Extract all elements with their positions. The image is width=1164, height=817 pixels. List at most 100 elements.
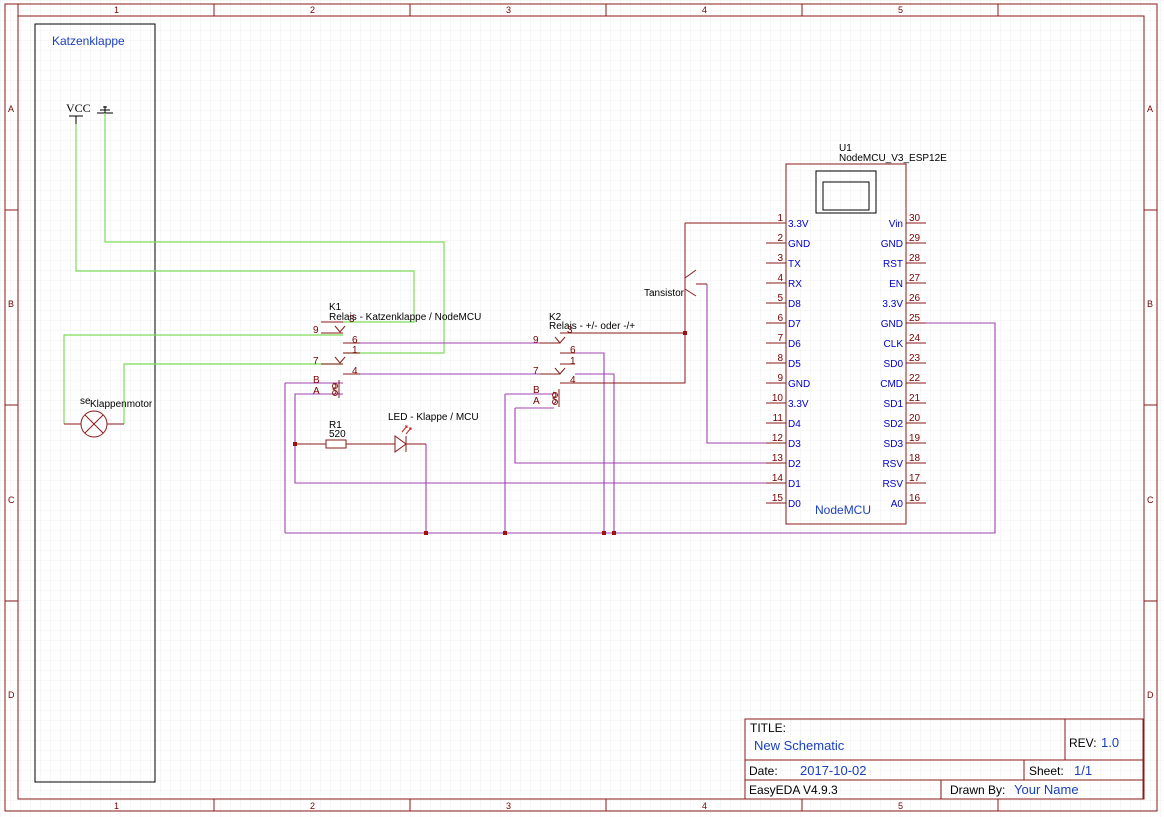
mcu-pin-number: 8 bbox=[777, 353, 783, 364]
mcu-pin-name: D6 bbox=[788, 339, 801, 350]
katzenklappe-box bbox=[34, 23, 156, 783]
relay-k1: K1 Relais - Katzenklappe / NodeMCU 3 9 6… bbox=[313, 302, 481, 398]
mcu-pin-name: TX bbox=[788, 259, 801, 270]
svg-text:4: 4 bbox=[352, 366, 358, 377]
row-label-left: C bbox=[8, 495, 15, 505]
mcu-pin-name: EN bbox=[889, 279, 903, 290]
svg-text:1.0: 1.0 bbox=[1101, 735, 1119, 750]
svg-text:REV:: REV: bbox=[1069, 736, 1097, 750]
col-label-bottom: 2 bbox=[310, 801, 315, 811]
row-label-left: D bbox=[8, 690, 15, 700]
svg-text:6: 6 bbox=[570, 345, 576, 356]
svg-text:Tansistor: Tansistor bbox=[644, 288, 685, 299]
svg-text:7: 7 bbox=[313, 356, 319, 367]
col-label-top: 2 bbox=[310, 5, 315, 15]
mcu-pin-number: 11 bbox=[773, 413, 784, 424]
mcu-pin-name: Vin bbox=[889, 219, 903, 230]
row-label-left: A bbox=[8, 104, 14, 114]
wires-purple bbox=[284, 284, 996, 534]
svg-text:Your Name: Your Name bbox=[1014, 782, 1079, 797]
klappenmotor: se Klappenmotor bbox=[64, 396, 153, 438]
title-block: TITLE: New Schematic REV: 1.0 Date: 2017… bbox=[744, 718, 1144, 800]
mcu-pin-name: D5 bbox=[788, 359, 801, 370]
svg-text:NodeMCU: NodeMCU bbox=[815, 503, 871, 517]
nodemcu: U1 NodeMCU_V3_ESP12E NodeMCU 13.3V2GND3T… bbox=[766, 143, 947, 525]
mcu-pin-name: SD3 bbox=[884, 439, 904, 450]
col-label-top: 1 bbox=[114, 5, 119, 15]
svg-text:9: 9 bbox=[313, 325, 319, 336]
svg-text:A: A bbox=[533, 396, 540, 407]
mcu-pin-number: 10 bbox=[772, 393, 784, 404]
mcu-pin-name: D1 bbox=[788, 479, 801, 490]
col-label-bottom: 3 bbox=[506, 801, 511, 811]
svg-text:EasyEDA V4.9.3: EasyEDA V4.9.3 bbox=[749, 783, 838, 797]
mcu-pin-number: 28 bbox=[909, 253, 921, 264]
relay-k2: K2 Relais - +/- oder -/+ 3 9 6 1 7 4 B A bbox=[533, 312, 635, 407]
svg-text:1/1: 1/1 bbox=[1074, 763, 1092, 778]
mcu-pin-number: 13 bbox=[772, 453, 784, 464]
resistor-r1: R1 520 bbox=[325, 420, 347, 449]
led: LED - Klappe / MCU bbox=[388, 412, 479, 453]
mcu-pin-number: 3 bbox=[777, 253, 783, 264]
svg-text:1: 1 bbox=[570, 356, 576, 367]
mcu-pin-number: 19 bbox=[909, 433, 921, 444]
wires-green bbox=[63, 113, 445, 424]
mcu-pin-name: SD1 bbox=[884, 399, 904, 410]
svg-text:se: se bbox=[80, 396, 91, 407]
box-title: Katzenklappe bbox=[52, 34, 125, 48]
mcu-pin-name: D7 bbox=[788, 319, 801, 330]
row-label-right: A bbox=[1147, 104, 1153, 114]
mcu-pin-name: GND bbox=[881, 239, 903, 250]
mcu-pin-number: 30 bbox=[909, 213, 921, 224]
mcu-pin-number: 17 bbox=[909, 473, 921, 484]
svg-text:R1: R1 bbox=[329, 420, 342, 431]
mcu-pin-name: CMD bbox=[880, 379, 903, 390]
row-label-right: C bbox=[1147, 495, 1154, 505]
mcu-pin-name: GND bbox=[788, 239, 810, 250]
row-label-right: D bbox=[1147, 690, 1154, 700]
row-label-right: B bbox=[1147, 299, 1153, 309]
svg-text:1: 1 bbox=[352, 345, 358, 356]
mcu-pin-number: 27 bbox=[909, 273, 921, 284]
mcu-pin-number: 14 bbox=[772, 473, 784, 484]
mcu-pin-number: 4 bbox=[777, 273, 783, 284]
transistor: Tansistor bbox=[644, 223, 707, 299]
svg-text:B: B bbox=[533, 385, 540, 396]
col-label-top: 4 bbox=[702, 5, 707, 15]
mcu-pin-name: D3 bbox=[788, 439, 801, 450]
svg-text:Klappenmotor: Klappenmotor bbox=[90, 399, 153, 410]
junctions bbox=[293, 331, 687, 535]
mcu-pin-number: 26 bbox=[909, 293, 921, 304]
svg-text:NodeMCU_V3_ESP12E: NodeMCU_V3_ESP12E bbox=[839, 153, 947, 164]
svg-text:K2: K2 bbox=[549, 312, 562, 323]
mcu-pin-name: SD2 bbox=[884, 419, 904, 430]
svg-text:U1: U1 bbox=[839, 143, 852, 154]
mcu-pin-name: SD0 bbox=[884, 359, 904, 370]
svg-text:520: 520 bbox=[329, 429, 346, 440]
col-label-bottom: 1 bbox=[114, 801, 119, 811]
svg-text:LED - Klappe / MCU: LED - Klappe / MCU bbox=[388, 412, 479, 423]
svg-text:6: 6 bbox=[352, 335, 358, 346]
col-label-top: 5 bbox=[898, 5, 903, 15]
mcu-pin-number: 7 bbox=[777, 333, 783, 344]
mcu-pin-name: A0 bbox=[891, 499, 904, 510]
mcu-pin-name: RX bbox=[788, 279, 802, 290]
mcu-pin-number: 18 bbox=[909, 453, 921, 464]
mcu-pin-name: D2 bbox=[788, 459, 801, 470]
mcu-pin-number: 6 bbox=[777, 313, 783, 324]
svg-text:9: 9 bbox=[533, 335, 539, 346]
svg-text:2017-10-02: 2017-10-02 bbox=[800, 763, 867, 778]
svg-text:New Schematic: New Schematic bbox=[754, 738, 845, 753]
mcu-pin-number: 25 bbox=[909, 313, 921, 324]
svg-text:3: 3 bbox=[567, 325, 573, 336]
svg-text:4: 4 bbox=[570, 375, 576, 386]
mcu-pin-name: RST bbox=[883, 259, 903, 270]
svg-text:7: 7 bbox=[533, 366, 539, 377]
svg-text:3: 3 bbox=[349, 314, 355, 325]
svg-text:VCC: VCC bbox=[66, 101, 91, 115]
mcu-pin-number: 29 bbox=[909, 233, 921, 244]
mcu-pin-name: 3.3V bbox=[788, 219, 809, 230]
mcu-pin-number: 20 bbox=[909, 413, 921, 424]
